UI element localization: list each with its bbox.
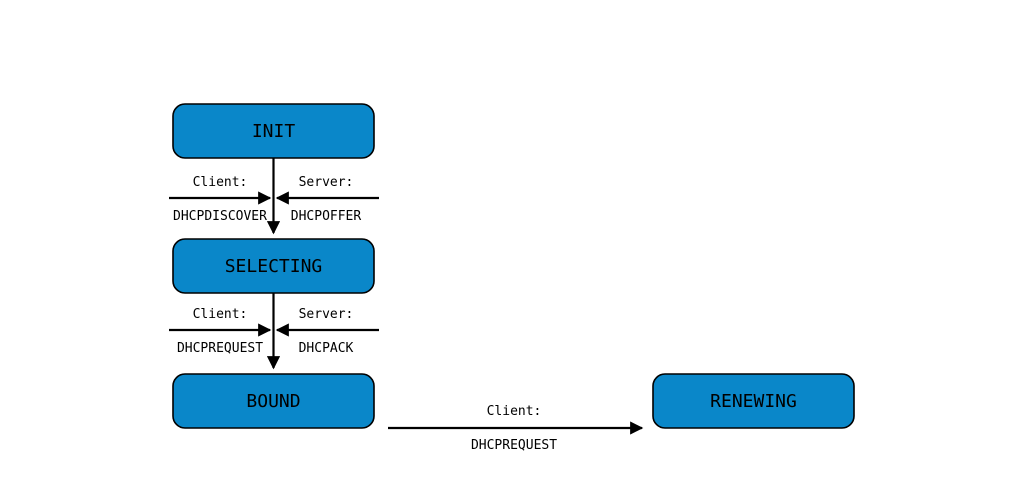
transition-init-to-selecting: Client: DHCPDISCOVER Server: DHCPOFFER (169, 158, 379, 235)
state-init-label: INIT (252, 121, 296, 142)
selecting-server-role: Server: (299, 307, 354, 322)
bound-client-role: Client: (487, 404, 542, 419)
bound-client-message: DHCPREQUEST (471, 438, 557, 453)
selecting-server-message: DHCPACK (299, 341, 354, 356)
selecting-client-role: Client: (193, 307, 248, 322)
state-selecting: SELECTING (172, 238, 375, 294)
transition-selecting-to-bound: Client: DHCPREQUEST Server: DHCPACK (169, 293, 379, 370)
state-init: INIT (172, 103, 375, 159)
init-server-role: Server: (299, 175, 354, 190)
state-renewing: RENEWING (652, 373, 855, 429)
state-bound: BOUND (172, 373, 375, 429)
init-client-message: DHCPDISCOVER (173, 209, 267, 224)
init-client-role: Client: (193, 175, 248, 190)
state-selecting-label: SELECTING (225, 256, 323, 277)
init-server-message: DHCPOFFER (291, 209, 362, 224)
state-renewing-label: RENEWING (710, 391, 797, 412)
transition-bound-to-renewing: Client: DHCPREQUEST (388, 404, 644, 453)
state-renewing-box (652, 373, 855, 429)
state-bound-box (172, 373, 375, 429)
selecting-client-message: DHCPREQUEST (177, 341, 263, 356)
state-bound-label: BOUND (246, 391, 300, 412)
